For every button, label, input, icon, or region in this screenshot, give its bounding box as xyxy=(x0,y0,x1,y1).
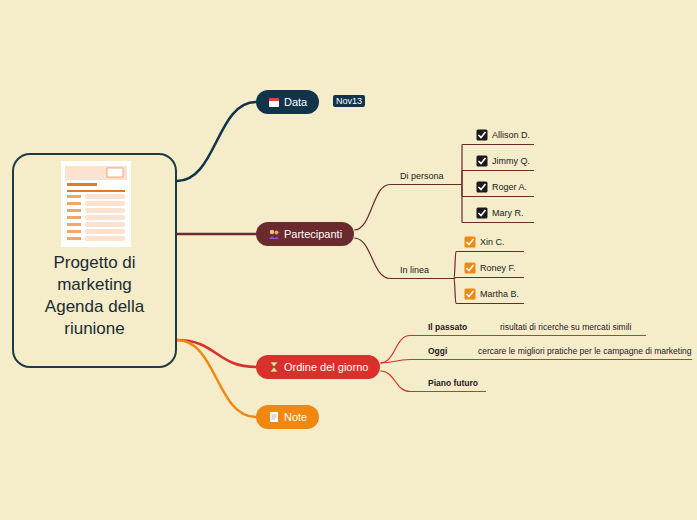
central-topic: Progetto di marketing Agenda della riuni… xyxy=(12,153,177,368)
main-topic: Partecipanti xyxy=(256,222,354,246)
attendee-item: Roney F. xyxy=(456,263,524,278)
checkbox-icon xyxy=(476,207,488,219)
agenda-illustration xyxy=(61,161,131,247)
agenda-item: Piano futuro xyxy=(410,378,486,392)
branch-connector xyxy=(177,233,256,236)
branch-connector xyxy=(177,340,256,417)
attendee-name: Xin C. xyxy=(480,237,505,247)
topic-label: Partecipanti xyxy=(284,222,342,246)
agenda-item: Il passatorisultati di ricerche su merca… xyxy=(410,322,646,336)
attendee-name: Martha B. xyxy=(480,289,519,299)
topic-title: Progetto di marketing Agenda della riuni… xyxy=(35,252,155,340)
topic-label: Note xyxy=(284,405,307,429)
attendee-name: Roger A. xyxy=(492,182,527,192)
agenda-item: Oggicercare le migliori pratiche per le … xyxy=(410,346,692,360)
topic-label: Data xyxy=(284,90,307,114)
attendee-item: Jimmy Q. xyxy=(462,156,534,171)
checkbox-icon xyxy=(476,181,488,193)
main-topic: Data xyxy=(256,90,319,114)
checkbox-icon xyxy=(464,288,476,300)
attendee-item: Mary R. xyxy=(462,208,534,223)
agenda-heading: Oggi xyxy=(428,346,478,356)
attendee-item: Martha B. xyxy=(456,289,524,304)
agenda-detail: cercare le migliori pratiche per le camp… xyxy=(478,346,692,356)
branch-connector xyxy=(380,360,410,364)
checkbox-icon xyxy=(476,155,488,167)
branch-connector xyxy=(380,371,410,392)
branch-connector xyxy=(380,336,410,364)
main-topic: Note xyxy=(256,405,319,429)
checkbox-icon xyxy=(476,129,488,141)
agenda-heading: Il passato xyxy=(428,322,500,332)
agenda-detail: risultati di ricerche su mercati simili xyxy=(500,322,646,332)
checkbox-icon xyxy=(464,262,476,274)
date-tag: Nov13 xyxy=(333,95,365,107)
agenda-heading: Piano futuro xyxy=(428,378,488,388)
attendee-item: Roger A. xyxy=(462,182,534,197)
attendee-name: Roney F. xyxy=(480,263,516,273)
attendee-name: Mary R. xyxy=(492,208,524,218)
branch-connector xyxy=(354,185,390,231)
subtopic: Di persona xyxy=(390,171,462,185)
topic-icon xyxy=(268,228,280,240)
subtopic-label: In linea xyxy=(400,265,429,275)
subtopic: In linea xyxy=(390,265,454,279)
subtopic-label: Di persona xyxy=(400,171,444,181)
attendee-name: Allison D. xyxy=(492,130,530,140)
checkbox-icon xyxy=(464,236,476,248)
branch-connector xyxy=(177,102,256,181)
topic-icon xyxy=(268,96,280,108)
attendee-item: Allison D. xyxy=(462,130,534,145)
attendee-name: Jimmy Q. xyxy=(492,156,530,166)
topic-icon xyxy=(268,361,280,373)
main-topic: Ordine del giorno xyxy=(256,355,380,379)
branch-connector xyxy=(354,238,390,279)
topic-icon xyxy=(268,411,280,423)
attendee-item: Xin C. xyxy=(456,237,524,252)
date-value: Nov13 xyxy=(336,96,362,106)
topic-label: Ordine del giorno xyxy=(284,355,368,379)
